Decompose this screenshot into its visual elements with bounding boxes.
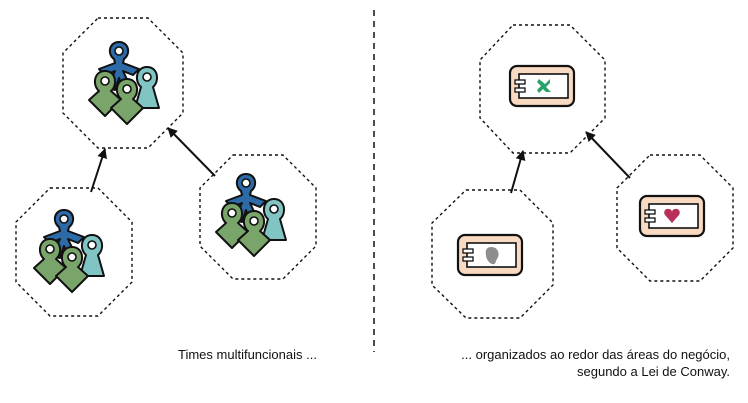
arrow-right-bottom-to-top [510, 150, 526, 194]
octagon-top-right [479, 24, 606, 154]
caption-right-line2: segundo a Lei de Conway. [577, 364, 730, 379]
component-box-icon [456, 233, 524, 277]
team-people-icon [89, 42, 159, 124]
caption-right: ... organizados ao redor das áreas do ne… [461, 346, 730, 380]
arrow-left-bottom-to-top [90, 148, 107, 193]
team-people-icon [216, 174, 286, 256]
arrow-right-mid-to-top [585, 131, 631, 179]
component-box-icon [508, 64, 576, 108]
arrow-left-mid-to-top [167, 127, 216, 177]
blob-glyph-icon [485, 247, 499, 265]
octagon-top-left [62, 17, 184, 149]
component-box-icon [638, 194, 706, 238]
caption-left: Times multifuncionais ... [178, 347, 317, 362]
octagon-bottom-left [15, 187, 133, 317]
x-glyph-icon [537, 79, 551, 93]
heart-glyph-icon [664, 208, 680, 223]
octagon-mid-left [199, 154, 317, 280]
caption-right-line1: ... organizados ao redor das áreas do ne… [461, 347, 730, 362]
team-people-icon [34, 210, 104, 292]
